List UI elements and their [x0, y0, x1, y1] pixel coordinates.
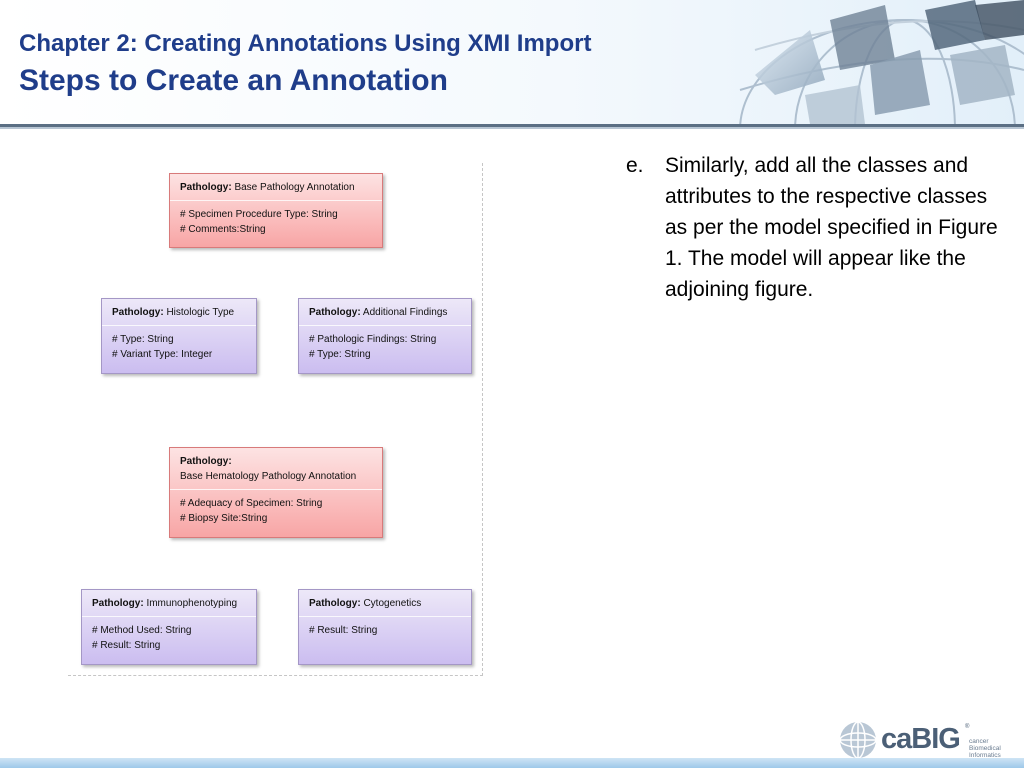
bullet-marker: e.	[626, 154, 644, 177]
globe-logo-icon	[839, 721, 877, 759]
globe-image	[739, 0, 1024, 124]
chapter-title: Chapter 2: Creating Annotations Using XM…	[19, 30, 592, 57]
header-divider-light	[0, 127, 1024, 129]
step-text: Similarly, add all the classes and attri…	[665, 154, 998, 301]
uml-class-additional-findings: Pathology: Additional Findings # Patholo…	[298, 298, 472, 374]
uml-diagram	[68, 163, 483, 676]
uml-class-base-pathology-annotation: Pathology: Base Pathology Annotation # S…	[169, 173, 383, 248]
uml-class-cytogenetics: Pathology: Cytogenetics # Result: String	[298, 589, 472, 665]
slide-title: Steps to Create an Annotation	[19, 64, 448, 97]
step-bullet: e. Similarly, add all the classes and at…	[626, 150, 1001, 305]
uml-class-histologic-type: Pathology: Histologic Type # Type: Strin…	[101, 298, 257, 374]
header-divider	[0, 124, 1024, 127]
cabig-logo: caBIG ® cancer Biomedical Informatics Gr…	[838, 718, 1018, 766]
uml-class-base-hematology-pathology-annotation: Pathology:Base Hematology Pathology Anno…	[169, 447, 383, 538]
footer-bar	[0, 758, 1024, 768]
uml-class-immunophenotyping: Pathology: Immunophenotyping # Method Us…	[81, 589, 257, 665]
